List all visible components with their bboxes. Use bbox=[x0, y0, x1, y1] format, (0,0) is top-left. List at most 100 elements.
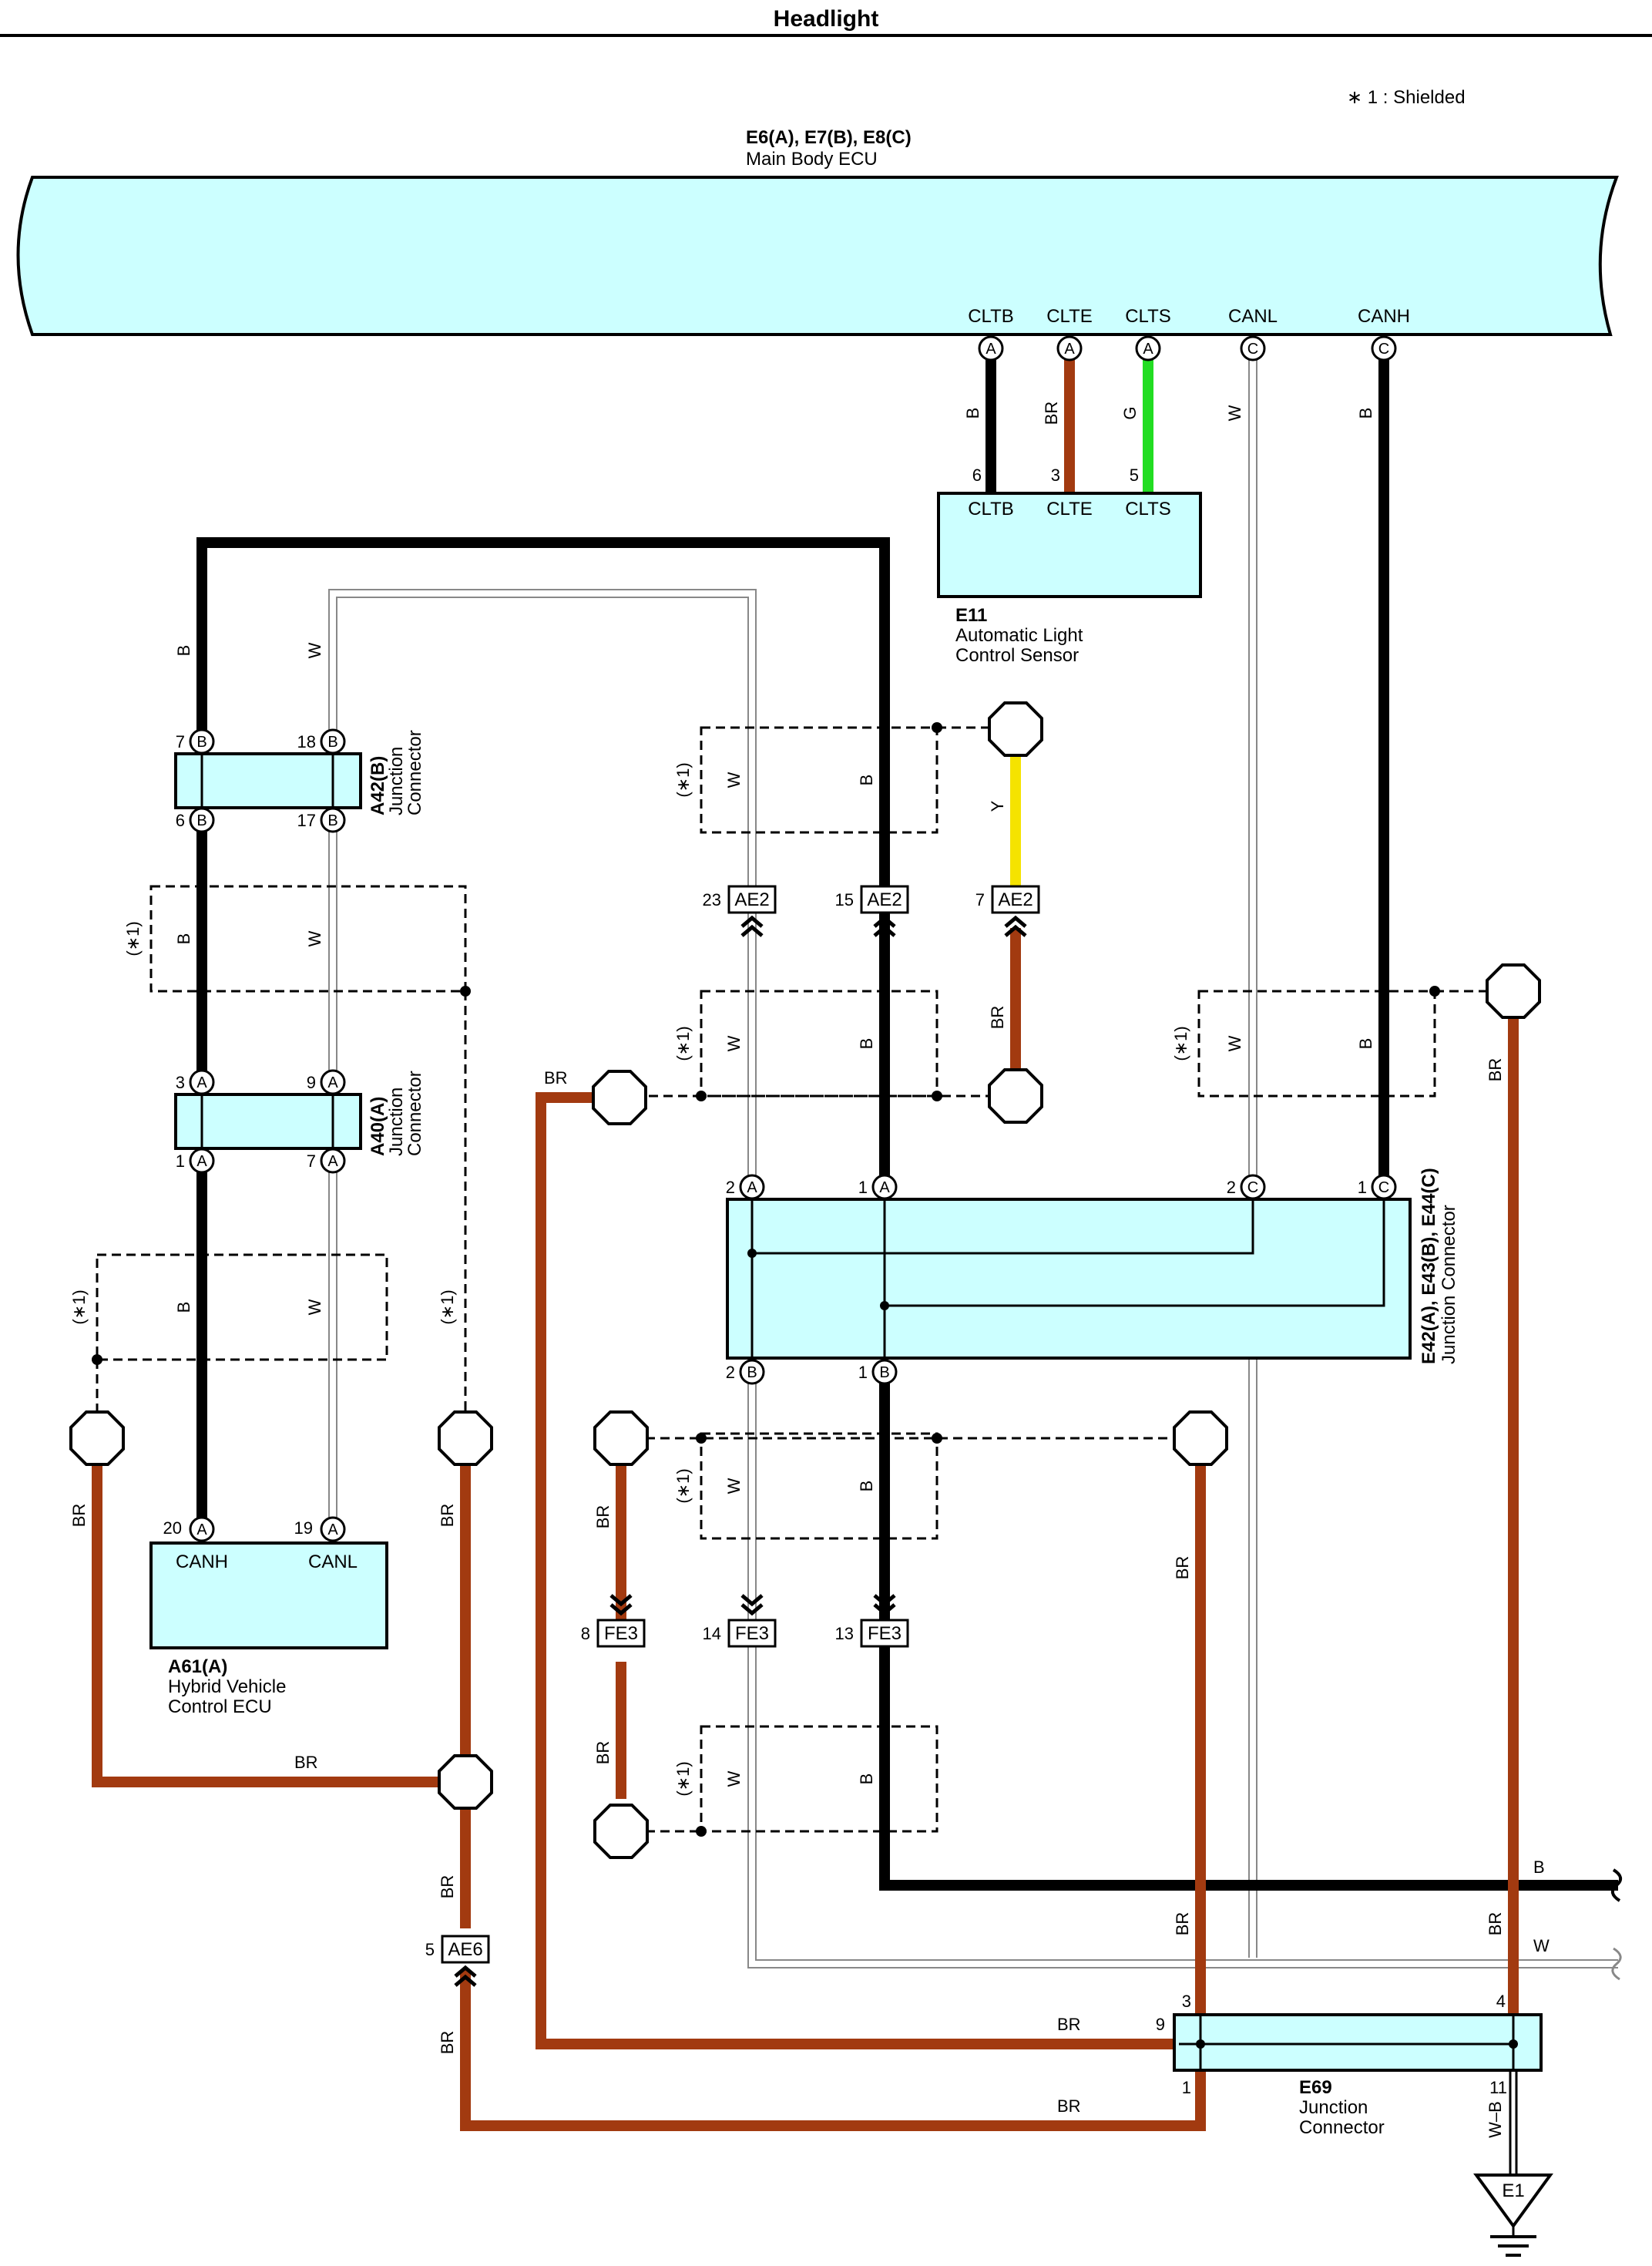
a40-pin-7: 7 bbox=[307, 1151, 316, 1171]
hv-ecu-name-2: Control ECU bbox=[168, 1696, 272, 1717]
e44-pin: 1 bbox=[1358, 1178, 1367, 1197]
a40-pin-1: 1 bbox=[176, 1151, 185, 1171]
splice-terminal-icon bbox=[592, 1070, 647, 1125]
ground-code: E1 bbox=[1502, 2180, 1524, 2201]
splice-terminal-icon bbox=[988, 701, 1043, 757]
hv-pin-19: 19 bbox=[294, 1518, 313, 1538]
splice-terminal-icon bbox=[1173, 1410, 1228, 1466]
wire-label: B bbox=[174, 933, 193, 945]
connector-name: FE3 bbox=[604, 1623, 638, 1644]
pin-connector-letter: A bbox=[879, 1179, 890, 1196]
connector-pin: 5 bbox=[425, 1940, 435, 1959]
connector-name: AE2 bbox=[734, 889, 769, 910]
a40-junction-connector: 3 9 1 7 A40(A) Junction Connector bbox=[174, 1071, 425, 1171]
connector-fe3-14 bbox=[727, 1619, 777, 1648]
junction-dot bbox=[696, 1433, 707, 1444]
wire-label: W bbox=[305, 1299, 324, 1315]
wire-label: B bbox=[857, 775, 876, 786]
connector-pin: 8 bbox=[581, 1624, 590, 1643]
a42-pin-17: 17 bbox=[297, 811, 316, 830]
e44-pin: 2 bbox=[1227, 1178, 1236, 1197]
pin-circle bbox=[1240, 1174, 1266, 1200]
splice-terminal-icon bbox=[438, 1754, 493, 1810]
pin-circle bbox=[189, 1148, 215, 1174]
shield-labels: (∗1) (∗1) (∗1) (∗1) (∗1) (∗1) (∗1) (∗1) bbox=[69, 762, 1190, 1796]
e69-pin-11: 11 bbox=[1489, 2078, 1507, 2097]
shield-label: (∗1) bbox=[1171, 1026, 1190, 1061]
hv-terminal-canh: CANH bbox=[176, 1552, 228, 1572]
pin-connector-letter: B bbox=[747, 1364, 757, 1381]
shield-label: (∗1) bbox=[673, 1468, 693, 1503]
connector-name: FE3 bbox=[868, 1623, 902, 1644]
pin-connector-letter: B bbox=[196, 734, 206, 751]
splice-terminal-icon bbox=[593, 1410, 649, 1466]
wire-label: B bbox=[857, 1773, 876, 1785]
connector-name: AE2 bbox=[867, 889, 902, 910]
hybrid-vehicle-ecu: CANH CANL 20 19 A61(A) Hybrid Vehicle Co… bbox=[149, 1518, 388, 1717]
diagram-title: Headlight bbox=[774, 6, 879, 32]
connector-ae2-7 bbox=[991, 885, 1040, 914]
junction-dot bbox=[92, 1354, 102, 1365]
wire-label: B bbox=[963, 408, 982, 419]
a42-name-2: Connector bbox=[405, 730, 425, 815]
junction-dot bbox=[747, 1249, 757, 1258]
shield-box-1 bbox=[149, 885, 467, 993]
connector-ae6-5 bbox=[441, 1935, 490, 1964]
a42-body bbox=[174, 752, 362, 809]
a40-pin-9: 9 bbox=[307, 1073, 316, 1092]
shield-label: (∗1) bbox=[673, 1761, 693, 1796]
ecu-terminal-clts: CLTS bbox=[1125, 306, 1171, 327]
pin-connector-letter: A bbox=[196, 1074, 207, 1091]
pin-connector-letter: B bbox=[196, 812, 206, 829]
sensor-pin-3: 3 bbox=[1051, 466, 1060, 485]
pin-connector-letter: A bbox=[985, 341, 996, 358]
connector-pin: 14 bbox=[703, 1624, 721, 1643]
e69-name-1: Junction bbox=[1299, 2097, 1368, 2118]
a42-code: A42(B) bbox=[368, 756, 388, 815]
e69-code: E69 bbox=[1299, 2077, 1332, 2098]
connector-name: AE6 bbox=[448, 1939, 482, 1960]
shield-label: (∗1) bbox=[673, 762, 693, 797]
ecu-terminal-canh: CANH bbox=[1358, 306, 1410, 327]
wire-label: BR bbox=[988, 1006, 1007, 1030]
connector-pin: 7 bbox=[975, 890, 985, 909]
connector-name: FE3 bbox=[735, 1623, 769, 1644]
wire-label: BR bbox=[544, 1068, 568, 1088]
wire-label: W bbox=[724, 1478, 744, 1494]
wire-label: B bbox=[1356, 1038, 1375, 1050]
wire-label: BR bbox=[1057, 2096, 1081, 2116]
pin-connector-letter: C bbox=[1378, 341, 1389, 358]
connector-name: AE2 bbox=[998, 889, 1032, 910]
e69-pin-9: 9 bbox=[1156, 2015, 1165, 2034]
ecu-terminal-clte: CLTE bbox=[1046, 306, 1093, 327]
pin-connector-letter: B bbox=[879, 1364, 889, 1381]
wire-label: Y bbox=[988, 800, 1007, 812]
e69-pin-3: 3 bbox=[1182, 1992, 1191, 2011]
wire-label: B bbox=[1533, 1858, 1545, 1877]
e42-link bbox=[752, 1199, 1254, 1255]
a40-code: A40(A) bbox=[368, 1097, 388, 1156]
a42-pin-18: 18 bbox=[297, 732, 316, 751]
shield-label: (∗1) bbox=[673, 1026, 693, 1061]
pin-circle bbox=[189, 1516, 215, 1542]
junction-dot bbox=[932, 1091, 942, 1101]
wire-label: BR bbox=[438, 1875, 457, 1899]
octagon-terminals bbox=[69, 701, 1541, 1859]
pin-circle bbox=[189, 1069, 215, 1095]
pin-connector-letter: A bbox=[327, 1074, 338, 1091]
pin-connector-letter: A bbox=[1064, 341, 1075, 358]
shield-box-7 bbox=[1197, 990, 1436, 1098]
e42-link bbox=[885, 1199, 1385, 1307]
pin-circle bbox=[320, 728, 346, 755]
pin-circle bbox=[871, 1359, 898, 1385]
ground-symbol bbox=[1473, 2174, 1553, 2229]
a42-name-1: Junction bbox=[386, 747, 407, 815]
sensor-pin-6: 6 bbox=[972, 466, 982, 485]
pin-connector-letter: C bbox=[1378, 1179, 1389, 1196]
junction-dot bbox=[460, 986, 471, 997]
junction-dot bbox=[1429, 986, 1440, 997]
splice-terminal-icon bbox=[988, 1068, 1043, 1124]
pin-circle bbox=[871, 1174, 898, 1200]
